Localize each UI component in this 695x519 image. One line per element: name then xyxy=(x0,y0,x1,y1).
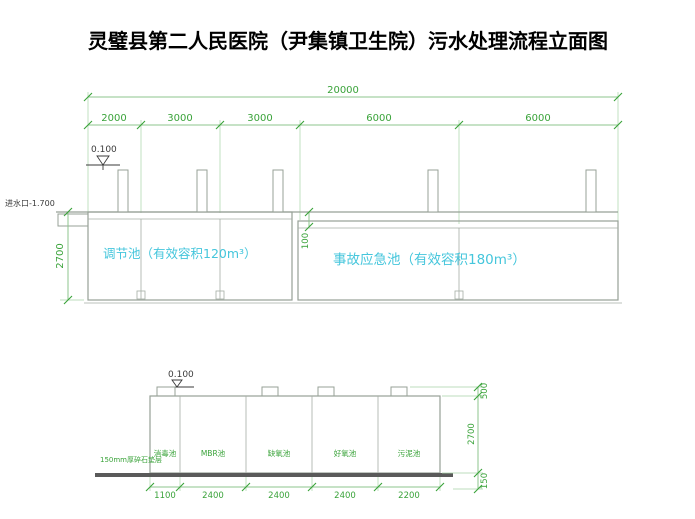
top-total-dim-ticks xyxy=(83,92,623,102)
footing xyxy=(215,290,225,300)
foundation-note: 150mm厚碎石垫层 xyxy=(100,455,162,464)
top-tanks xyxy=(84,211,622,304)
riser-pipes xyxy=(117,169,597,213)
top-total-dim-label: 20000 xyxy=(327,85,359,96)
segment-dim-label: 3000 xyxy=(167,113,192,124)
width-dim-label: 2200 xyxy=(398,491,420,501)
right-dim-extension-lines xyxy=(410,386,483,490)
compartment-label: 消毒池 xyxy=(154,448,177,458)
riser-pipe xyxy=(196,169,208,213)
compartment-label: 好氧池 xyxy=(334,448,357,458)
top-level-label: 0.100 xyxy=(91,145,117,155)
riser-pipe xyxy=(427,169,439,213)
regulation-tank-outline xyxy=(87,211,293,301)
riser-pipe xyxy=(585,169,597,213)
regulation-tank-label: 调节池（有效容积120m³） xyxy=(103,246,257,261)
segment-dim-label: 6000 xyxy=(525,113,550,124)
height-dim-label: 2700 xyxy=(467,423,477,445)
height-dim-label: 150 xyxy=(480,473,490,489)
footing xyxy=(136,290,146,300)
step-dim-label: 100 xyxy=(301,233,311,249)
width-dim-label: 2400 xyxy=(202,491,224,501)
segment-dim-label: 6000 xyxy=(366,113,391,124)
tank-cover xyxy=(317,386,335,397)
width-dim-label: 2400 xyxy=(268,491,290,501)
top-segment-dim-ticks xyxy=(83,120,623,130)
segment-dim-label: 3000 xyxy=(247,113,272,124)
footing xyxy=(454,290,464,300)
emergency-tank-label: 事故应急池（有效容积180m³） xyxy=(333,251,526,268)
right-height-dim-ticks xyxy=(473,382,483,494)
top-height-dim-ticks xyxy=(63,207,73,305)
step-dim-ticks xyxy=(304,207,314,232)
top-elevation: 20000 2000 3000 3000 6000 6000 0.100 进水口… xyxy=(5,85,623,305)
top-extension-lines xyxy=(60,92,619,301)
width-dim-label: 1100 xyxy=(154,491,176,501)
process-tank-row xyxy=(149,395,441,474)
top-level-symbol-icon xyxy=(86,155,120,170)
tank-covers xyxy=(156,386,408,397)
bottom-level-symbol-icon xyxy=(162,379,194,388)
segment-dim-label: 2000 xyxy=(101,113,126,124)
height-dim-label: 500 xyxy=(480,383,490,399)
top-height-dim-label: 2700 xyxy=(55,243,66,268)
emergency-tank-outline xyxy=(297,220,619,301)
width-dim-label: 2400 xyxy=(334,491,356,501)
bottom-level-label: 0.100 xyxy=(168,370,194,380)
tank-cover xyxy=(156,386,176,397)
inlet-label: 进水口-1.700 xyxy=(5,198,55,208)
riser-pipe xyxy=(272,169,284,213)
tank-cover xyxy=(261,386,279,397)
bottom-dim-extension-lines xyxy=(149,477,441,491)
foundation-slab xyxy=(95,473,453,477)
compartment-label: 缺氧池 xyxy=(268,448,291,458)
compartment-label: 污泥池 xyxy=(398,448,421,458)
tank-cover xyxy=(390,386,408,397)
compartment-label: MBR池 xyxy=(201,448,226,458)
bottom-elevation: 0.100 消毒池 MBR池 缺氧池 好氧池 污泥池 150mm厚碎石垫层 xyxy=(95,370,490,501)
process-tanks-outline xyxy=(149,395,441,474)
bottom-width-dim-ticks xyxy=(145,482,445,492)
inlet-pipe xyxy=(57,213,89,227)
drawing-title: 灵璧县第二人民医院（尹集镇卫生院）污水处理流程立面图 xyxy=(88,29,608,53)
riser-pipe xyxy=(117,169,129,213)
